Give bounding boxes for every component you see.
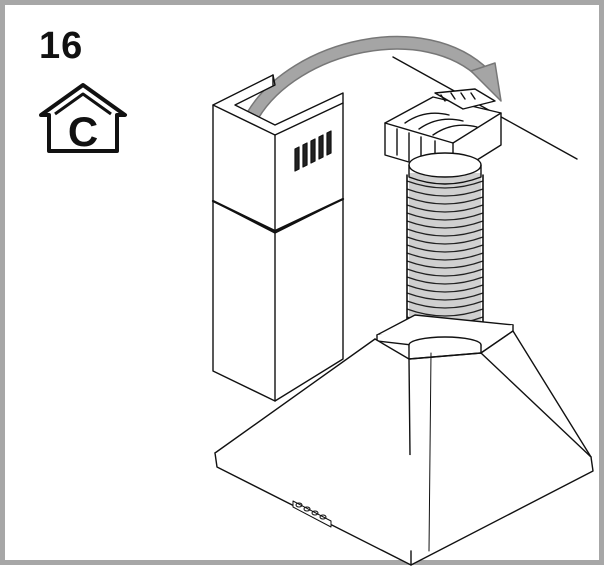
flexible-duct [406,173,484,345]
house-inner-roof [54,92,112,116]
house-outline [39,83,127,153]
assembly-illustration [211,35,594,566]
curved-arrow-icon [246,35,502,122]
control-buttons-icon [292,500,332,528]
recirculation-filter-unit [384,88,502,185]
hood-canopy [214,330,594,566]
vent-grille-icon [294,130,332,172]
step-number: 16 [39,25,84,67]
chimney-lower-cover [211,197,345,402]
ceiling-line [392,56,578,160]
mode-letter: C [68,108,98,155]
house-c-icon: C [39,83,127,155]
